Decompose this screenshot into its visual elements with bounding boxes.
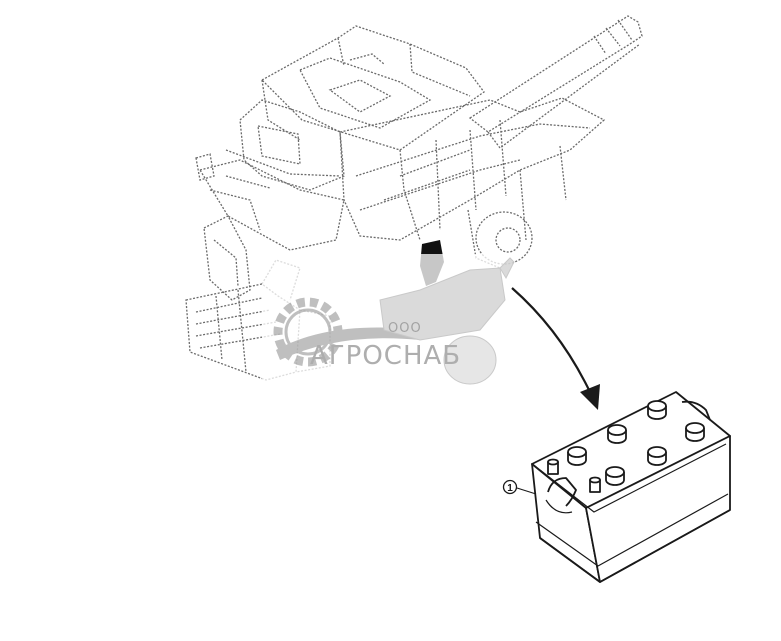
battery-handle-right [681,400,711,421]
callout-label: 1 [507,483,513,494]
main-body [339,97,606,241]
pointer-arrow [511,287,600,410]
terminal-negative [547,458,559,475]
unloading-auger [468,15,643,133]
combine-harvester [185,15,643,381]
arrowhead-icon [580,384,600,410]
battery-handle-left [547,477,577,507]
watermark-prefix: ООО [388,321,422,336]
battery [531,391,731,583]
combine-silhouette-icon [379,257,515,385]
rear-wheel [475,211,533,265]
feeder-house [198,159,345,251]
watermark-brand: АГРОСНАБ [310,341,461,371]
cell-caps [567,400,705,486]
terminal-positive [589,476,601,493]
front-wheel [203,215,251,301]
callout-1: 1 [502,479,537,495]
cab [239,99,345,191]
watermark: ООО АГРОСНАБ [262,254,515,385]
